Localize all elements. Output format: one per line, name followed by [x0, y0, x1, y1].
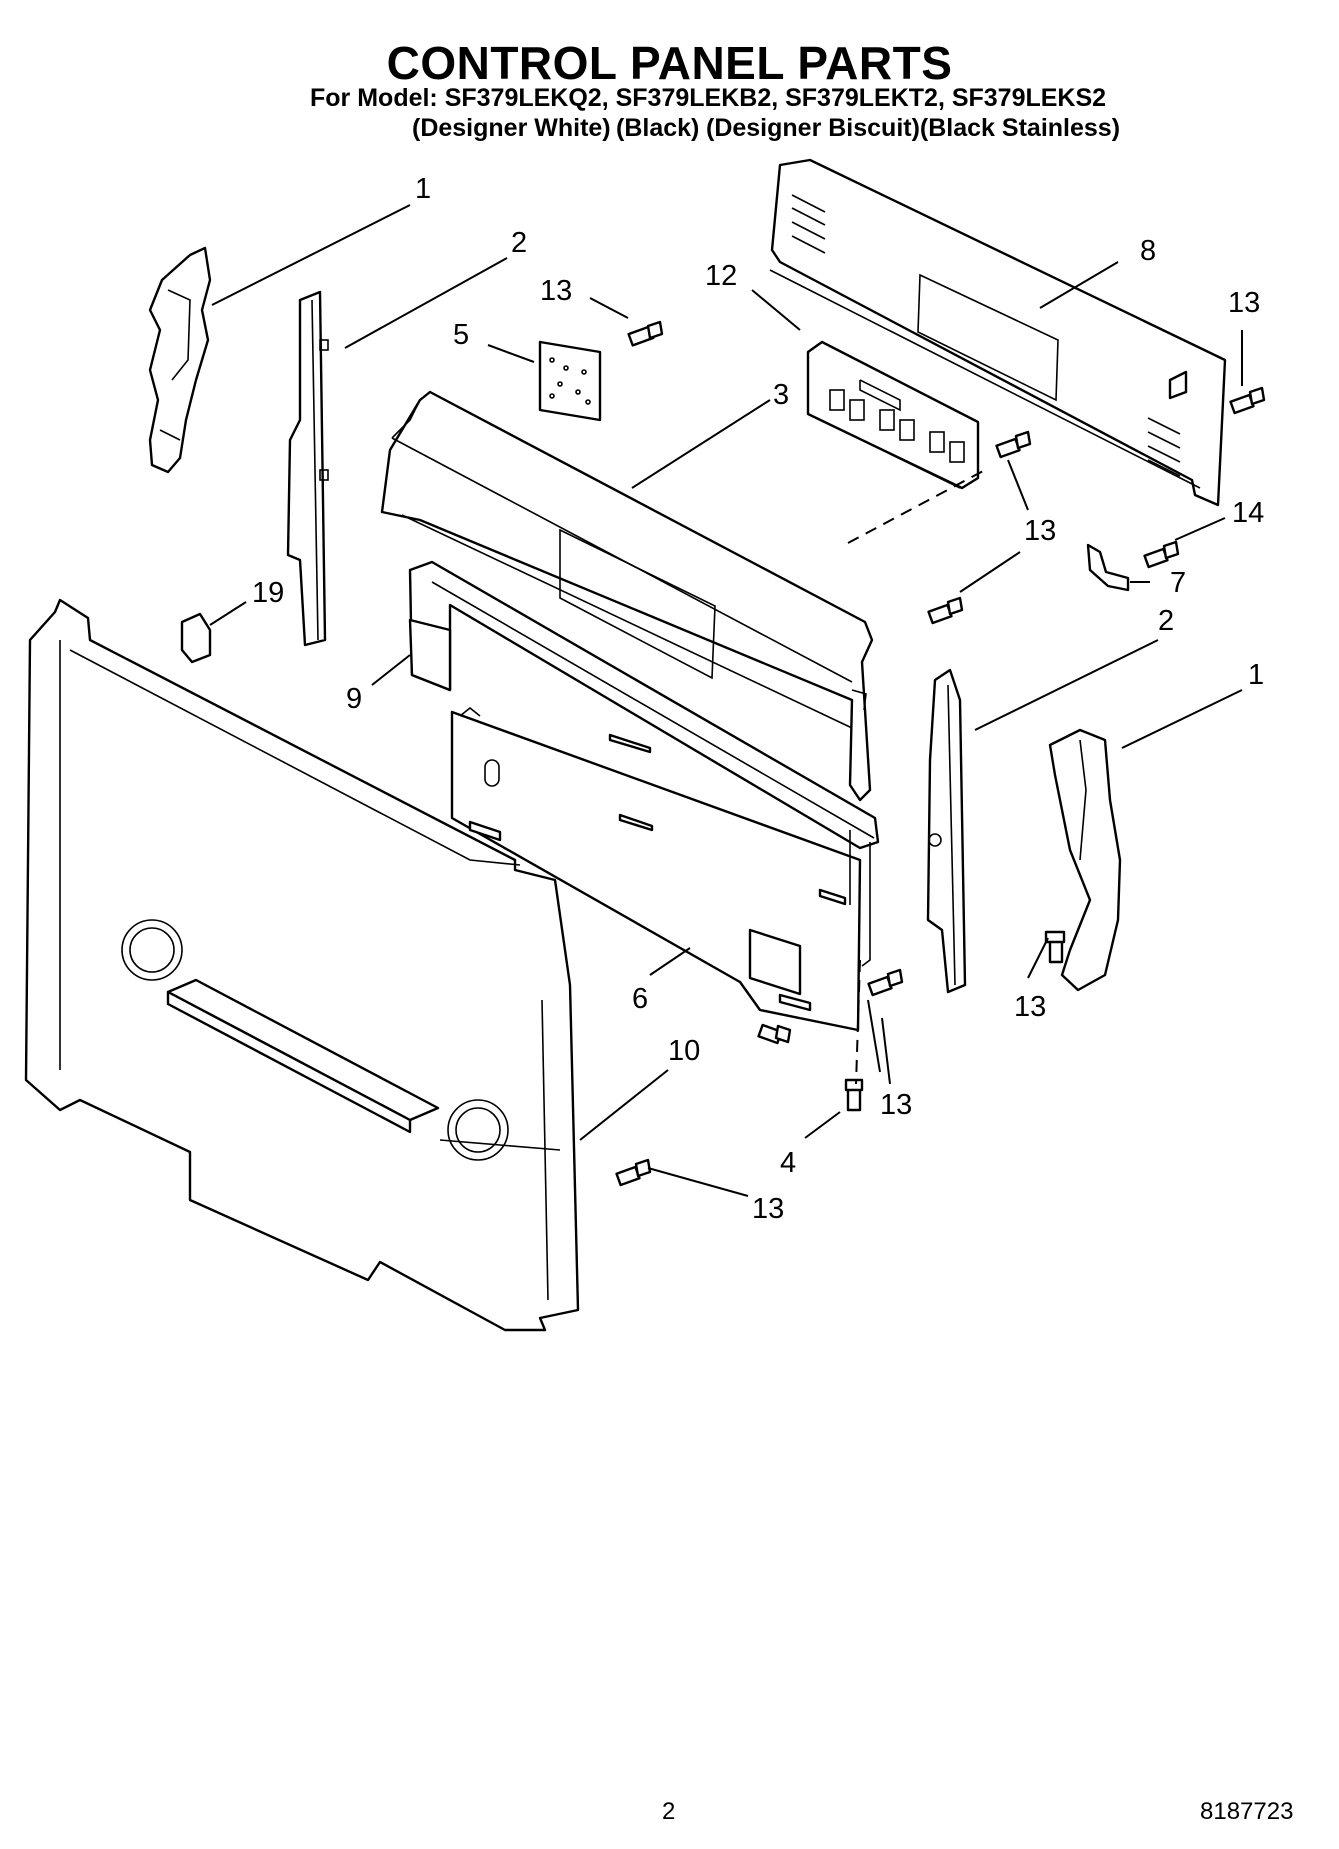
page-number: 2	[662, 1798, 676, 1825]
callout-1-right: 1	[1248, 659, 1264, 691]
callout-19: 19	[252, 577, 284, 609]
callout-4: 4	[780, 1147, 796, 1179]
callout-2-left: 2	[511, 227, 527, 259]
callout-7: 7	[1170, 567, 1186, 599]
callout-5: 5	[453, 319, 469, 351]
part-10-panel	[24, 598, 580, 1332]
callout-13-mid: 13	[1024, 515, 1056, 547]
part-2-bracket-left	[286, 290, 329, 647]
callout-13-bottom: 13	[752, 1193, 784, 1225]
screw-13-a	[627, 320, 664, 347]
callout-14: 14	[1232, 497, 1264, 529]
page-title: CONTROL PANEL PARTS	[386, 37, 953, 89]
part-9-bracket-frame	[408, 560, 880, 967]
screw-13-h	[1044, 930, 1066, 964]
callout-12: 12	[705, 260, 737, 292]
part-5-board	[538, 340, 602, 422]
part-19-clip	[180, 612, 212, 664]
callout-13-top: 13	[540, 275, 572, 307]
variant-biscuit-stainless: (Designer Biscuit)(Black Stainless)	[706, 114, 1121, 142]
screw-13-d	[927, 596, 964, 625]
part-3-control-panel	[380, 390, 874, 802]
leader-lines	[209, 204, 1243, 1197]
callout-10: 10	[668, 1035, 700, 1067]
part-8-rear-trim	[769, 158, 1227, 507]
part-7-small-bracket	[1086, 543, 1130, 592]
variant-black: (Black)	[616, 114, 700, 142]
callout-8: 8	[1140, 235, 1156, 267]
part-1-end-cap-right	[1048, 728, 1122, 992]
part-6-shield	[450, 706, 862, 1032]
alignment-line-shield	[855, 959, 861, 1085]
model-line: For Model: SF379LEKQ2, SF379LEKB2, SF379…	[310, 84, 1107, 112]
screw-13-b	[1229, 386, 1266, 415]
part-1-end-cap-left	[148, 246, 212, 474]
callout-13-right-top: 13	[1228, 287, 1260, 319]
part-2-bracket-right	[926, 668, 967, 994]
variant-designer-white: (Designer White)	[412, 114, 611, 142]
callout-9: 9	[346, 683, 362, 715]
callout-13-center: 13	[880, 1089, 912, 1121]
screw-13-f	[844, 1078, 864, 1112]
screw-13-e	[867, 968, 904, 997]
callout-2-right: 2	[1158, 605, 1174, 637]
callout-6: 6	[632, 983, 648, 1015]
callout-1-left: 1	[415, 173, 431, 205]
screw-13-c	[995, 430, 1032, 459]
document-number: 8187723	[1200, 1798, 1294, 1825]
screw-14	[1143, 540, 1180, 569]
part-12-electronic-control	[806, 340, 980, 490]
screw-13-g	[615, 1158, 652, 1187]
alignment-line-control	[847, 469, 986, 544]
screw-4	[757, 1023, 792, 1045]
callout-3: 3	[773, 379, 789, 411]
callout-13-right-low: 13	[1014, 991, 1046, 1023]
